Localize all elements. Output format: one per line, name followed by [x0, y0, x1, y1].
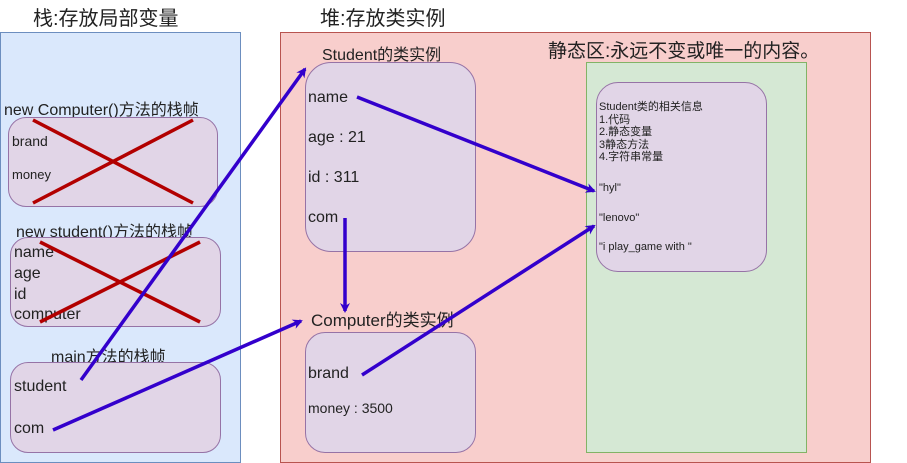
constant-play-game: "i play_game with " — [599, 241, 692, 253]
class-info-heading: Student类的相关信息 — [599, 101, 703, 113]
frame-var: name — [14, 244, 55, 261]
student-instance: name age : 21 id : 311 com — [305, 62, 476, 252]
computer-instance-title: Computer的类实例 — [311, 311, 454, 330]
class-info-item: 2.静态变量 — [599, 126, 653, 138]
field-money: money : 3500 — [308, 400, 393, 416]
static-area-title: 静态区:永远不变或唯一的内容。 — [548, 41, 820, 62]
frame-var: brand — [12, 133, 48, 149]
frame-var: computer — [14, 306, 81, 323]
stack-title: 栈:存放局部变量 — [33, 8, 179, 30]
frame-new-student: name age id computer — [10, 237, 221, 327]
class-info-item: 3静态方法 — [599, 139, 650, 151]
constant-hyl: "hyl" — [599, 182, 621, 194]
frame-var: money — [12, 167, 52, 182]
frame-var-student: student — [14, 378, 67, 395]
field-name: name — [308, 89, 349, 106]
computer-instance: brand money : 3500 — [305, 332, 476, 453]
class-info-item: 1.代码 — [599, 114, 631, 126]
frame-var: id — [14, 286, 27, 303]
constant-lenovo: "lenovo" — [599, 212, 640, 224]
field-id: id : 311 — [308, 169, 360, 186]
field-com: com — [308, 209, 339, 226]
frame-var: age — [14, 265, 41, 282]
field-age: age : 21 — [308, 129, 366, 146]
class-info-box: Student类的相关信息 1.代码 2.静态变量 3静态方法 4.字符串常量 … — [596, 82, 767, 272]
student-instance-title: Student的类实例 — [322, 47, 442, 64]
heap-title: 堆:存放类实例 — [320, 8, 446, 30]
frame-var-com: com — [14, 420, 45, 437]
frame-main: student com — [10, 362, 221, 453]
class-info-item: 4.字符串常量 — [599, 151, 664, 163]
field-brand: brand — [308, 365, 349, 382]
frame-new-computer: brand money — [8, 117, 218, 207]
